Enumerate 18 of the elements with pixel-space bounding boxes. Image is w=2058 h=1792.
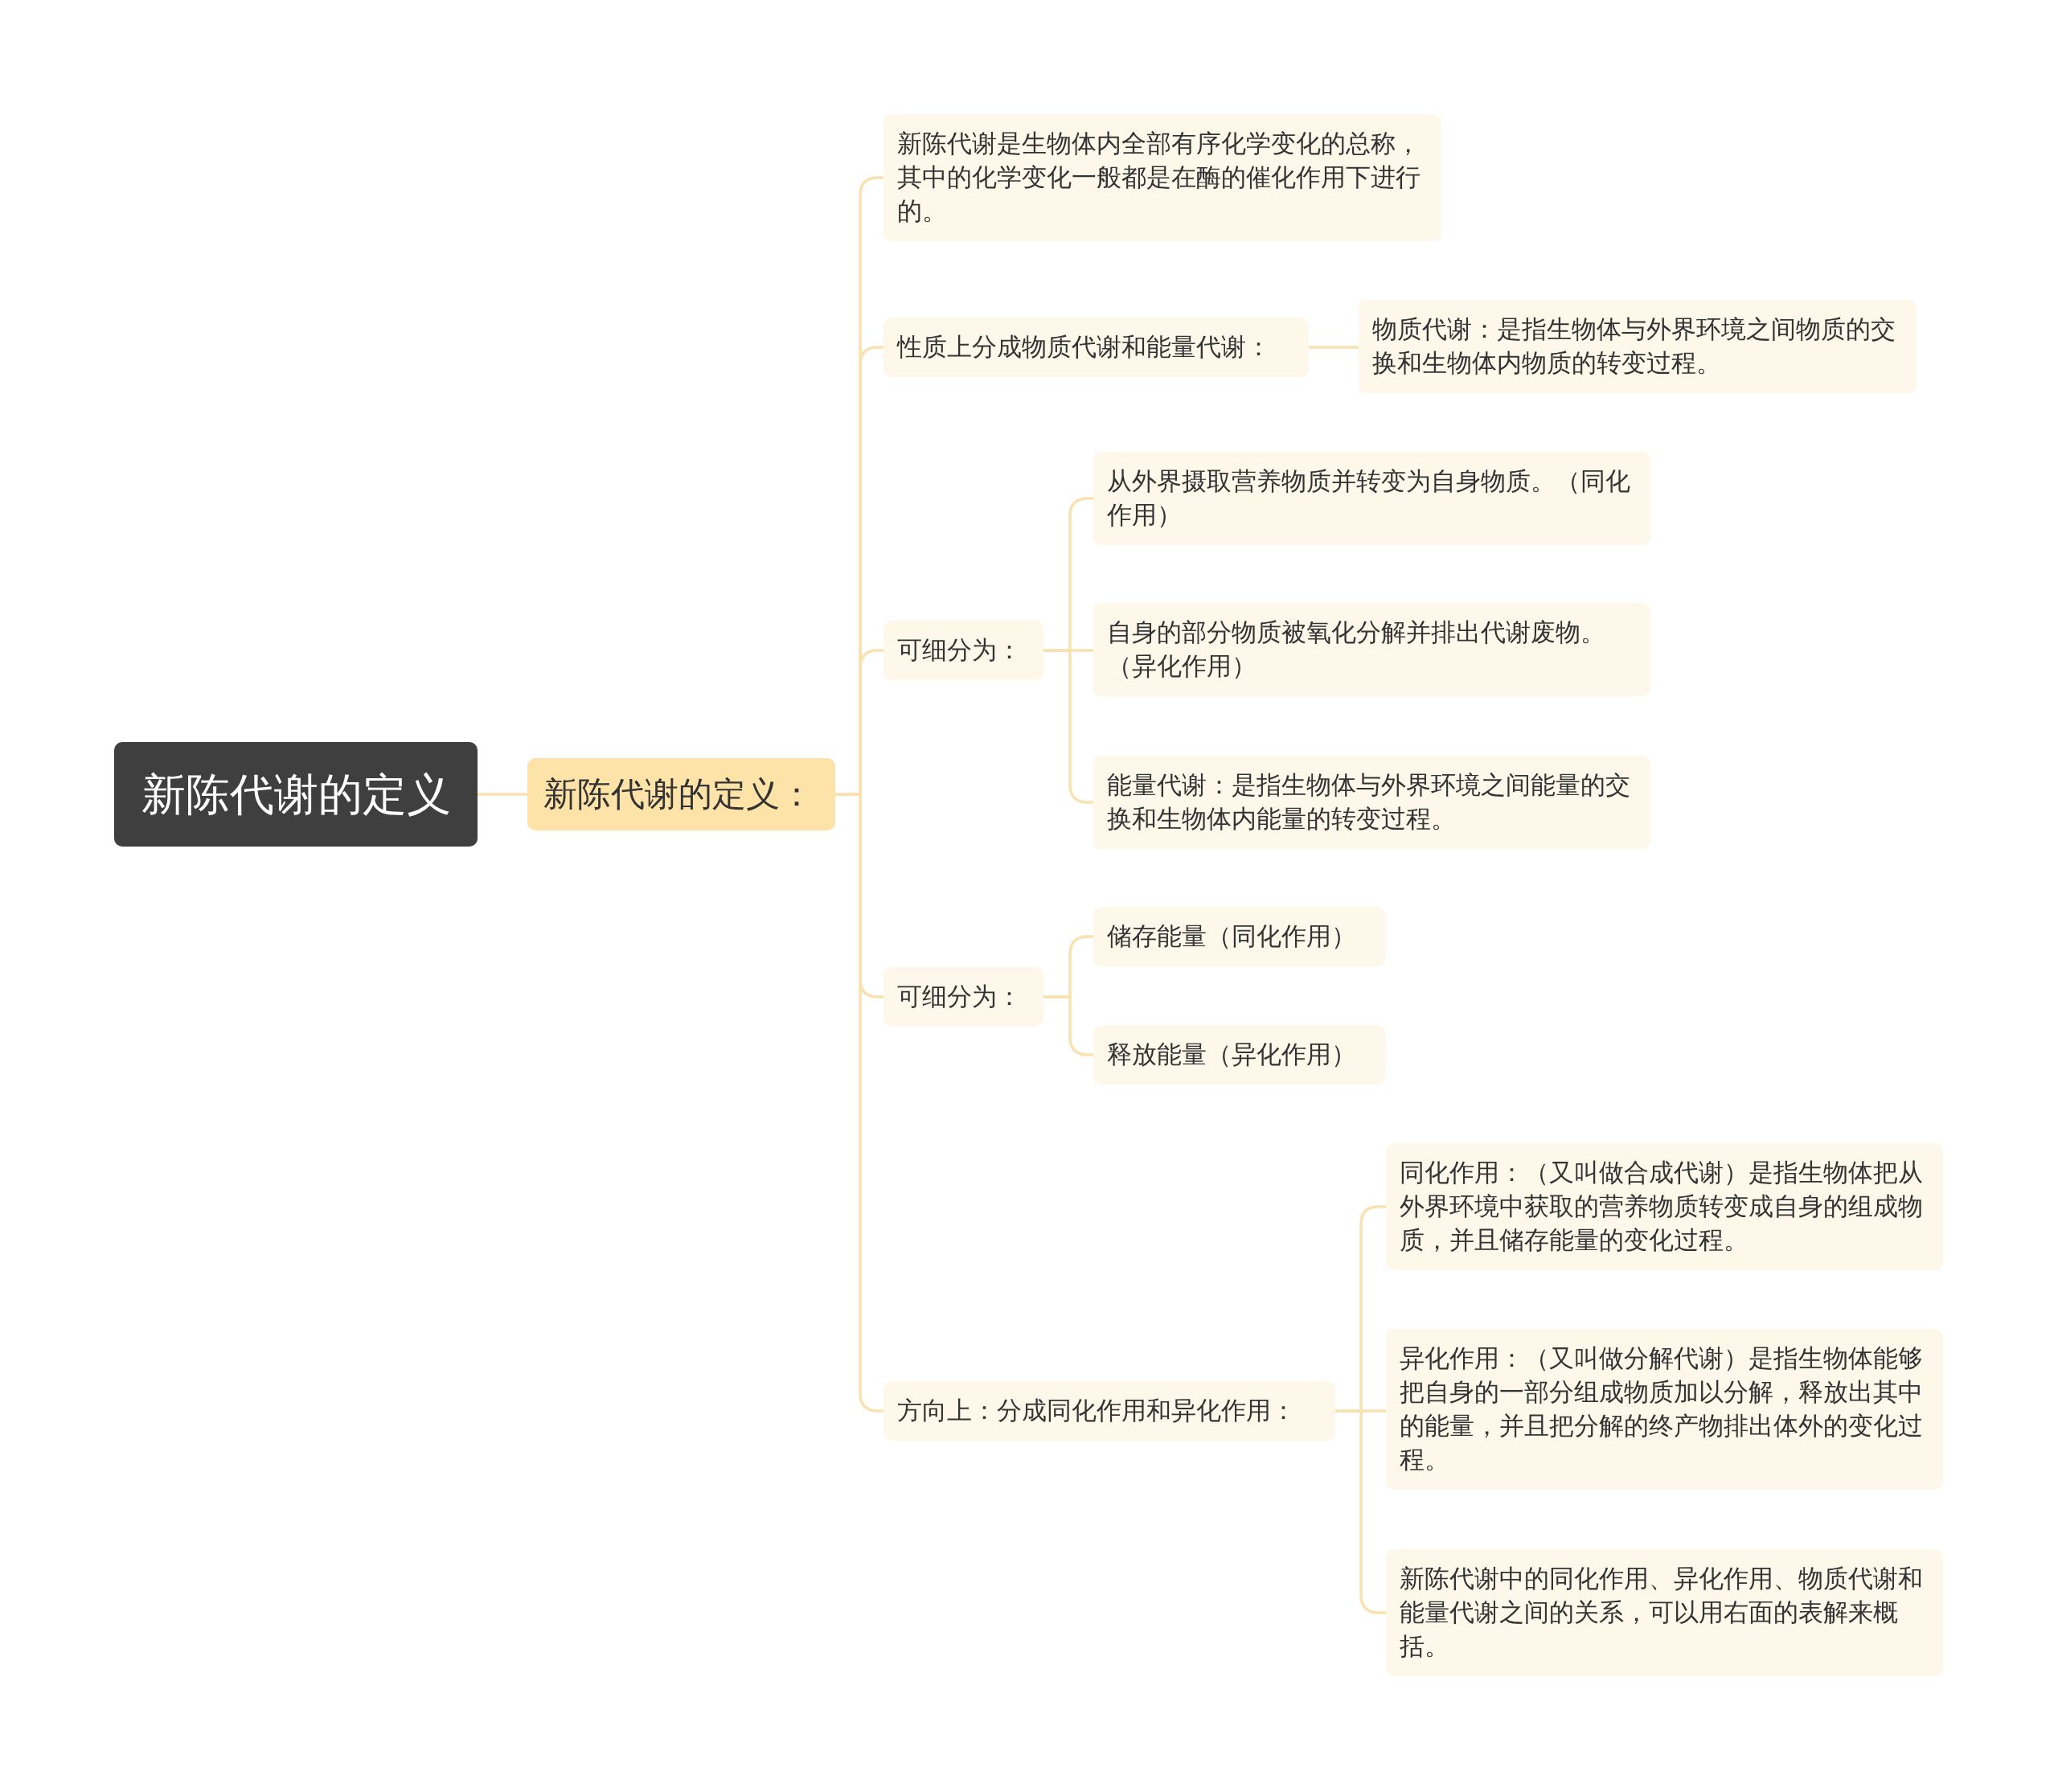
subtopic-box: 物质代谢：是指生物体与外界环境之间物质的交换和生物体内物质的转变过程。 (1359, 300, 1917, 393)
subtopic-box: 新陈代谢是生物体内全部有序化学变化的总称，其中的化学变化一般都是在酶的催化作用下进行的。 (883, 114, 1441, 241)
subtopic-box: 释放能量（异化作用） (1093, 1025, 1385, 1085)
subtopic-box: 同化作用：（又叫做合成代谢）是指生物体把从外界环境中获取的营养物质转变成自身的组成物质，并且储存能量的变化过程。 (1386, 1143, 1943, 1270)
subtopic-box: 储存能量（同化作用） (1093, 907, 1385, 966)
subtopic-box: 新陈代谢中的同化作用、异化作用、物质代谢和能量代谢之间的关系，可以用右面的表解来概括。 (1386, 1549, 1943, 1676)
connector-line (1309, 346, 1359, 349)
root-topic-box: 新陈代谢的定义 (114, 742, 478, 847)
connector-line (478, 793, 527, 796)
topic-box: 新陈代谢的定义： (527, 758, 835, 830)
subtopic-box: 异化作用：（又叫做分解代谢）是指生物体能够把自身的一部分组成物质加以分解，释放出其中的能量，并且把分解的终产物排出体外的变化过程。 (1386, 1329, 1943, 1490)
subtopic-box: 从外界摄取营养物质并转变为自身物质。（同化作用） (1093, 452, 1650, 545)
subtopic-box: 方向上：分成同化作用和异化作用： (883, 1381, 1335, 1441)
subtopic-box: 自身的部分物质被氧化分解并排出代谢废物。（异化作用） (1093, 603, 1650, 696)
subtopic-box: 性质上分成物质代谢和能量代谢： (883, 318, 1309, 377)
subtopic-box: 可细分为： (883, 621, 1043, 680)
subtopic-box: 能量代谢：是指生物体与外界环境之间能量的交换和生物体内能量的转变过程。 (1093, 756, 1650, 849)
subtopic-box: 可细分为： (883, 967, 1043, 1027)
